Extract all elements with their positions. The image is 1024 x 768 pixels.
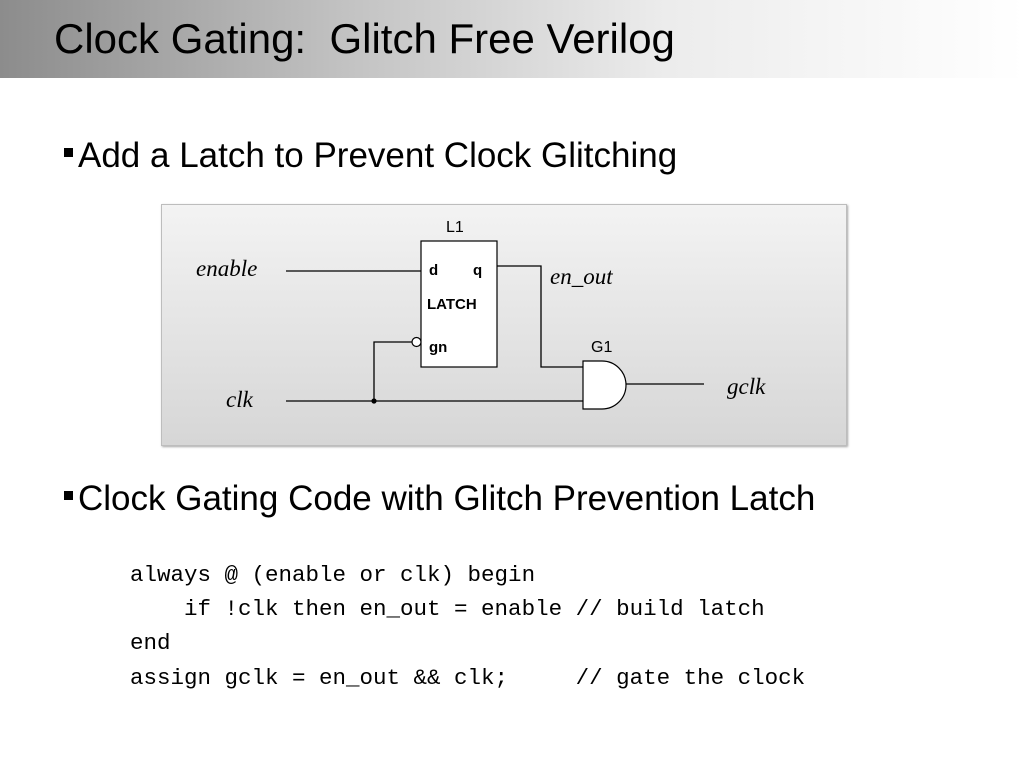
bullet-text: Clock Gating Code with Glitch Prevention… — [78, 479, 816, 518]
and-gate-icon — [582, 360, 627, 410]
bullet-code-latch: Clock Gating Code with Glitch Prevention… — [64, 478, 815, 520]
verilog-code-block: always @ (enable or clk) begin if !clk t… — [130, 558, 805, 695]
gate-instance-label: G1 — [591, 339, 612, 356]
latch-pin-gn: gn — [429, 339, 447, 356]
latch-box — [420, 240, 498, 368]
square-bullet-icon — [64, 148, 73, 158]
clock-gating-circuit-diagram: L1 d q LATCH gn G1 enable clk en_out gcl… — [161, 204, 847, 446]
wire-en-out — [497, 265, 583, 368]
inversion-bubble-icon — [411, 336, 422, 348]
code-line: if !clk then en_out = enable // build la… — [130, 596, 765, 623]
latch-instance-label: L1 — [446, 219, 464, 236]
slide-title: Clock Gating: Glitch Free Verilog — [54, 15, 675, 62]
code-line: assign gclk = en_out && clk; // gate the… — [130, 664, 806, 691]
latch-type-label: LATCH — [427, 296, 477, 313]
bullet-add-latch: Add a Latch to Prevent Clock Glitching — [64, 135, 677, 177]
signal-clk-label: clk — [226, 387, 254, 412]
square-bullet-icon — [64, 491, 73, 501]
latch-pin-d: d — [429, 262, 438, 279]
circuit-schematic: L1 d q LATCH gn G1 enable clk en_out gcl… — [196, 219, 766, 412]
signal-enable-label: enable — [196, 256, 257, 281]
latch-pin-q: q — [473, 262, 482, 279]
bullet-text: Add a Latch to Prevent Clock Glitching — [78, 136, 678, 175]
code-line: end — [130, 630, 171, 657]
title-bar: Clock Gating: Glitch Free Verilog — [0, 0, 1024, 78]
wire-clk-to-gn — [373, 341, 412, 401]
junction-dot-icon — [371, 398, 377, 404]
signal-en-out-label: en_out — [550, 264, 613, 289]
code-line: always @ (enable or clk) begin — [130, 562, 536, 588]
signal-gclk-label: gclk — [727, 374, 766, 399]
